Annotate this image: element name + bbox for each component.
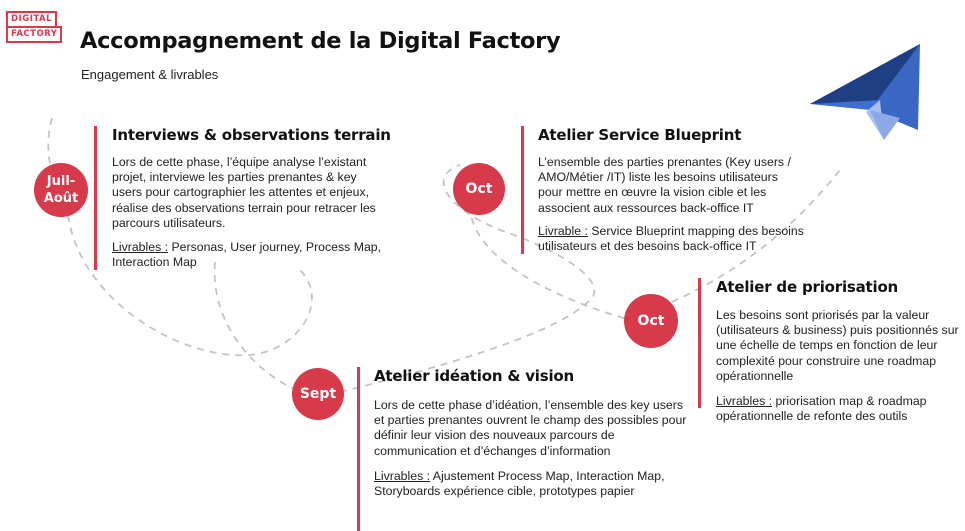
step-blueprint-livrables: Livrable : Service Blueprint mapping des…: [538, 224, 804, 254]
livrables-text: Personas, User journey, Process Map, Int…: [112, 240, 382, 270]
date-badge-sept: Sept: [292, 368, 344, 420]
livrables-label: Livrables :: [374, 468, 431, 483]
step-blueprint-title: Atelier Service Blueprint: [538, 126, 742, 144]
paper-plane-icon: [810, 44, 920, 140]
page-subtitle: Engagement & livrables: [81, 67, 219, 82]
step-priorisation-body: Les besoins sont priorisés par la valeur…: [716, 308, 959, 383]
step-ideation-body: Lors de cette phase d’idéation, l’ensemb…: [374, 398, 687, 458]
path-segment-to-oct1: [339, 164, 596, 393]
livrables-text: Ajustement Process Map, Interaction Map,…: [374, 468, 665, 499]
path-segment-to-plane: [671, 169, 841, 303]
step-ideation: Atelier idéation & vision Lors de cette …: [357, 367, 692, 531]
livrables-label: Livrable :: [538, 223, 588, 238]
livrables-text: priorisation map & roadmap opérationnell…: [716, 394, 927, 424]
path-segment-to-sept: [213, 261, 301, 393]
step-priorisation-title: Atelier de priorisation: [716, 278, 899, 296]
page-title: Accompagnement de la Digital Factory: [80, 28, 561, 54]
date-badge-oct-1: Oct: [453, 163, 505, 215]
path-segment-loop: [67, 214, 313, 357]
date-badge-juil-aout: Juil- Août: [34, 163, 88, 217]
step-interviews-body: Lors de cette phase, l’équipe analyse l’…: [112, 155, 376, 230]
logo-line-2: FACTORY: [6, 26, 63, 43]
step-blueprint: Atelier Service Blueprint L’ensemble des…: [521, 126, 804, 255]
digital-factory-logo: DIGITAL FACTORY: [6, 11, 68, 43]
step-interviews-title: Interviews & observations terrain: [112, 126, 391, 144]
step-blueprint-body: L’ensemble des parties prenantes (Key us…: [538, 155, 791, 215]
step-priorisation: Atelier de priorisation Les besoins sont…: [698, 278, 965, 423]
livrables-label: Livrables :: [716, 394, 773, 409]
step-ideation-title: Atelier idéation & vision: [374, 367, 574, 385]
step-interviews: Interviews & observations terrain Lors d…: [94, 126, 391, 271]
livrables-text: Service Blueprint mapping des besoins ut…: [538, 223, 804, 254]
step-ideation-livrables: Livrables : Ajustement Process Map, Inte…: [374, 469, 692, 499]
path-segment-to-oct2: [469, 204, 631, 321]
livrables-label: Livrables :: [112, 240, 169, 255]
step-priorisation-livrables: Livrables : priorisation map & roadmap o…: [716, 394, 965, 424]
step-interviews-livrables: Livrables : Personas, User journey, Proc…: [112, 240, 384, 270]
date-badge-oct-2: Oct: [624, 294, 678, 348]
